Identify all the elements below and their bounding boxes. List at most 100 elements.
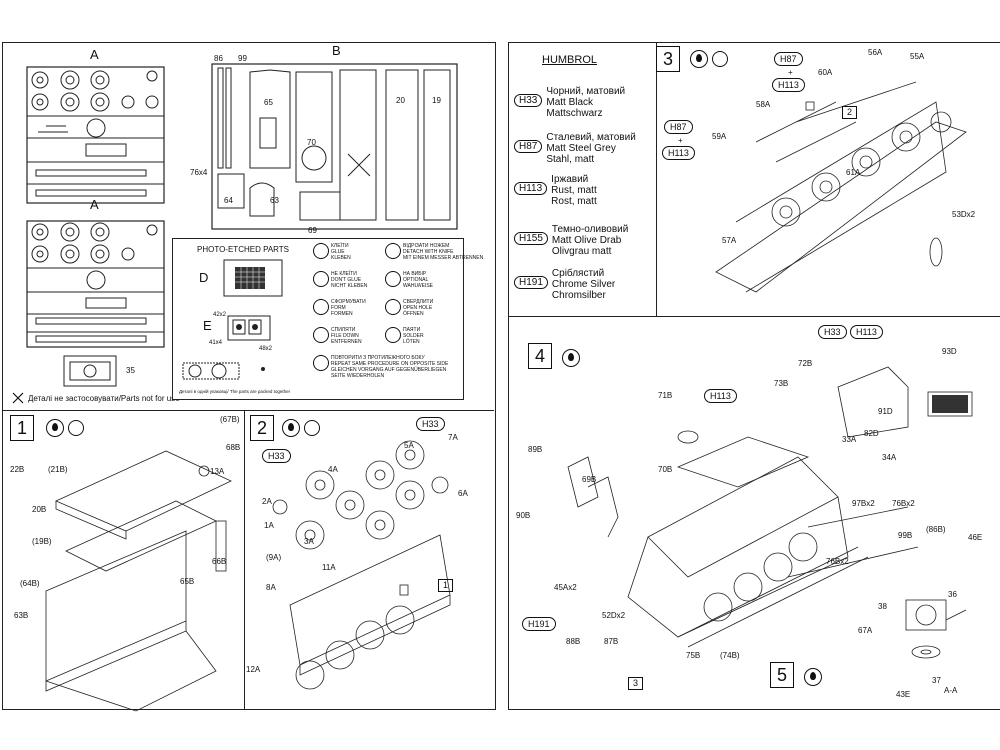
s4-part-74b: (74B) <box>720 651 740 660</box>
s2-part-8a: 8A <box>266 583 276 592</box>
pe-part-48x2: 48x2 <box>259 346 273 352</box>
sprue-b-label: B <box>332 43 341 58</box>
s4-part-73b: 73B <box>774 379 789 388</box>
glue-icon <box>562 349 580 367</box>
label-20: 20 <box>396 96 405 105</box>
s4-part-76bx2-b: 76Bx2 <box>826 557 849 566</box>
label-70: 70 <box>307 138 316 147</box>
step-5-number: 5 <box>770 662 794 688</box>
step-5: 5 38 67A 36 37 43E A-A <box>766 590 1000 708</box>
step-5-drawing <box>905 599 967 659</box>
step-2-drawing <box>272 440 451 690</box>
s2-part-4a: 4A <box>328 465 338 474</box>
label-65: 65 <box>264 98 273 107</box>
s4-part-34a: 34A <box>882 453 897 462</box>
legend-text: СВЕРДЛИТИ OPEN HOLE ÖFFNEN <box>403 299 434 317</box>
legend-text: СФОРМУВАТИ FORM FORMEN <box>331 299 366 317</box>
s5-part-aa: A-A <box>944 686 958 695</box>
not-for-use-note: Деталі не застосовувати/Parts not for us… <box>28 394 180 403</box>
pe-packed-note: Деталі в одній упаковці/ The parts are p… <box>179 389 291 394</box>
humbrol-name-uk: Іржавий <box>551 174 589 185</box>
step-1-drawing <box>45 450 232 712</box>
sprue-a-label-bottom: A <box>90 197 99 212</box>
s4-part-72b: 72B <box>798 359 813 368</box>
pe-fret-d <box>223 259 283 297</box>
humbrol-code: H113 <box>514 182 548 195</box>
s4-part-87b: 87B <box>604 637 619 646</box>
s2-part-6a: 6A <box>458 489 468 498</box>
s5-part-43e: 43E <box>896 690 911 699</box>
step-2: 2 H33 H33 4A 5A 7A <box>244 410 494 709</box>
s1-part-64b: (64B) <box>20 579 40 588</box>
s4-part-97bx2: 97Bx2 <box>852 499 875 508</box>
s5-part-38: 38 <box>878 602 887 611</box>
s4-part-52dx2: 52Dx2 <box>602 611 626 620</box>
glue-icon <box>282 419 300 437</box>
s3-paint-h87-b: H87 <box>664 120 693 134</box>
optional-icon <box>385 271 401 287</box>
glue-icon <box>46 419 64 437</box>
s2-part-12a: 12A <box>246 665 261 674</box>
pe-part-42x2: 42x2 <box>213 312 227 318</box>
sprue-a-top-drawing <box>26 66 165 204</box>
humbrol-title: HUMBROL <box>542 54 598 66</box>
humbrol-name-uk: Сталевий, матовий <box>546 132 636 143</box>
label-19: 19 <box>432 96 441 105</box>
sprues-panel: A B A <box>2 42 494 410</box>
s5-part-37: 37 <box>932 676 941 685</box>
s4-paint-h191: H191 <box>522 617 556 631</box>
humbrol-name-de: Chromsilber <box>551 290 606 301</box>
s4-part-76bx2-a: 76Bx2 <box>892 499 915 508</box>
repeat-icon <box>304 420 320 436</box>
s2-paint-h33-a: H33 <box>262 449 291 463</box>
pe-part-41x4: 41x4 <box>209 340 223 346</box>
s1-part-13a: 13A <box>210 467 225 476</box>
s3-part-56a: 56A <box>868 48 883 57</box>
label-86: 86 <box>214 54 223 63</box>
s3-part-60a: 60A <box>818 68 833 77</box>
s3-paint-h87-a: H87 <box>774 52 803 66</box>
humbrol-name-uk: Чорний, матовий <box>546 86 626 97</box>
label-99: 99 <box>238 54 247 63</box>
step-2-number: 2 <box>250 415 274 441</box>
sprue-b-drawing <box>211 63 458 230</box>
s1-part-22b: 22B <box>10 465 25 474</box>
legend-text: СПИЛЯТИ FILE DOWN ENTFERNEN <box>331 327 362 345</box>
s1-part-67b: (67B) <box>220 415 240 424</box>
s2-part-7a: 7A <box>448 433 458 442</box>
humbrol-name-en: Matt Steel Grey <box>546 143 616 154</box>
humbrol-code: H33 <box>514 94 543 107</box>
drill-icon <box>385 299 401 315</box>
s4-part-70b: 70B <box>658 465 673 474</box>
s4-part-90b: 90B <box>516 511 531 520</box>
s3-part-59a: 59A <box>712 132 727 141</box>
s3-plus-a: + <box>788 68 793 77</box>
humbrol-name-uk: Темно-оливовий <box>551 224 629 235</box>
file-icon <box>313 327 329 343</box>
legend-text: ВІДРІЗАТИ НОЖЕМ DETACH WITH KNIFE MIT EI… <box>403 243 484 261</box>
s2-part-1a: 1A <box>264 521 274 530</box>
s4-part-86b: (86B) <box>926 525 946 534</box>
step-1: 1 (67B) 68B 22B (21B) 13A 20B (19B) (64B… <box>2 410 245 712</box>
s4-part-88b: 88B <box>566 637 581 646</box>
step-1-number: 1 <box>10 415 34 441</box>
part-35-drawing <box>63 355 117 387</box>
legend-text: НА ВИБІР OPTIONAL WAHLWEISE <box>403 271 434 289</box>
s4-part-75b: 75B <box>686 651 701 660</box>
humbrol-name-de: Rost, matt <box>551 196 597 207</box>
s2-part-11a: 11A <box>322 563 336 572</box>
legend-text: ПАЯТИ SOLDER LÖTEN <box>403 327 424 345</box>
legend-text: НЕ КЛЕЇТИ DON'T GLUE NICHT KLEBEN <box>331 271 368 289</box>
s3-paint-h113-a: H113 <box>772 78 805 92</box>
s3-part-53dx2: 53Dx2 <box>952 210 976 219</box>
repeat-icon <box>68 420 84 436</box>
s1-part-68b: 68B <box>226 443 241 452</box>
s4-paint-h113-b: H113 <box>704 389 737 403</box>
